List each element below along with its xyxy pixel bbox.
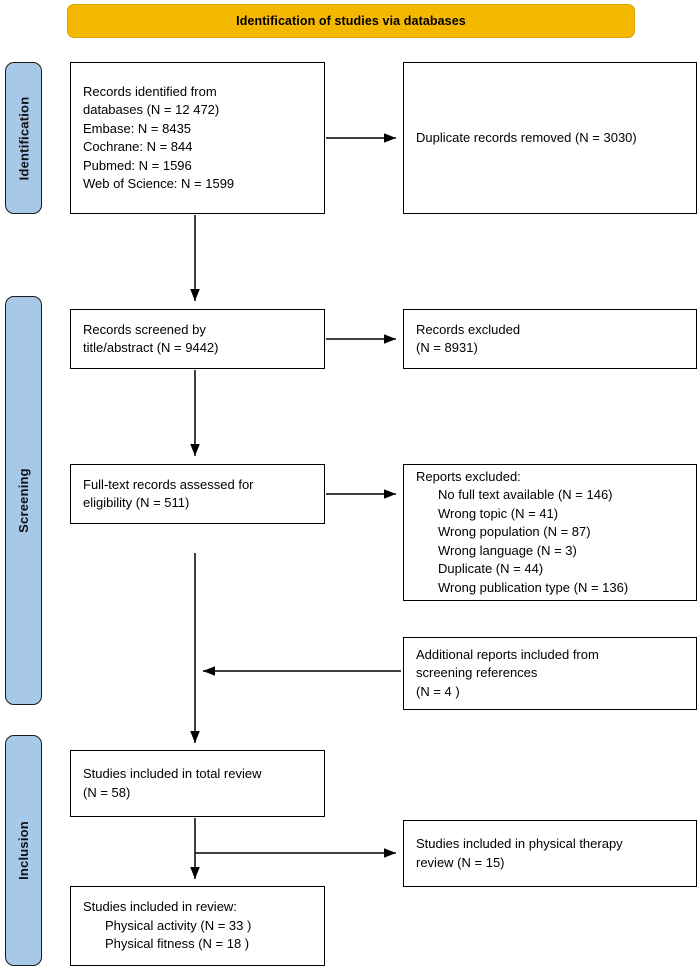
box-studies-included-total: Studies included in total review (N = 58…	[70, 750, 325, 817]
box-studies-included-physical-therapy: Studies included in physical therapy rev…	[403, 820, 697, 887]
records-identified-line-5: Pubmed: N = 1596	[83, 157, 192, 173]
reports-excluded-title: Reports excluded:	[416, 468, 521, 484]
studies-pt-line-2: review (N = 15)	[416, 854, 505, 870]
diagram-header-banner: Identification of studies via databases	[67, 4, 635, 38]
stage-band-identification: Identification	[5, 62, 42, 214]
studies-review-item-1: Physical activity (N = 33 )	[105, 917, 252, 933]
diagram-title: Identification of studies via databases	[236, 14, 466, 28]
stage-label-screening: Screening	[16, 468, 31, 533]
stage-label-identification: Identification	[16, 96, 32, 180]
additional-reports-line-1: Additional reports included from	[416, 646, 599, 662]
reports-excluded-item-6: Wrong publication type (N = 136)	[438, 579, 629, 595]
stage-band-inclusion: Inclusion	[5, 735, 42, 966]
box-studies-included-review: Studies included in review: Physical act…	[70, 886, 325, 966]
records-screened-line-2: title/abstract (N = 9442)	[83, 340, 219, 355]
additional-reports-line-3: (N = 4 )	[416, 683, 460, 699]
additional-reports-line-2: screening references	[416, 665, 538, 681]
reports-excluded-item-5: Duplicate (N = 44)	[438, 561, 544, 577]
box-records-screened: Records screened by title/abstract (N = …	[70, 309, 325, 369]
reports-excluded-item-2: Wrong topic (N = 41)	[438, 505, 559, 521]
reports-excluded-item-4: Wrong language (N = 3)	[438, 542, 577, 558]
records-excluded-line-1: Records excluded	[416, 321, 521, 337]
fulltext-assessed-line-2: eligibility (N = 511)	[83, 495, 190, 510]
records-excluded-line-2: (N = 8931)	[416, 340, 478, 355]
studies-review-item-2: Physical fitness (N = 18 )	[105, 936, 250, 952]
fulltext-assessed-line-1: Full-text records assessed for	[83, 476, 254, 492]
box-records-identified: Records identified from databases (N = 1…	[70, 62, 325, 214]
studies-total-line-1: Studies included in total review	[83, 766, 262, 781]
box-additional-reports-included: Additional reports included from screeni…	[403, 637, 697, 710]
stage-band-screening: Screening	[5, 296, 42, 705]
records-identified-line-6: Web of Science: N = 1599	[83, 176, 235, 191]
records-identified-line-3: Embase: N = 8435	[83, 120, 192, 136]
reports-excluded-item-3: Wrong population (N = 87)	[438, 524, 591, 540]
box-records-excluded: Records excluded (N = 8931)	[403, 309, 697, 369]
records-identified-line-2: databases (N = 12 472)	[83, 102, 220, 117]
box-duplicate-records-removed: Duplicate records removed (N = 3030)	[403, 62, 697, 214]
reports-excluded-item-1: No full text available (N = 146)	[438, 487, 613, 503]
box-reports-excluded: Reports excluded: No full text available…	[403, 464, 697, 601]
records-identified-line-4: Cochrane: N = 844	[83, 139, 193, 154]
records-identified-line-1: Records identified from	[83, 83, 217, 99]
box-fulltext-assessed: Full-text records assessed for eligibili…	[70, 464, 325, 524]
studies-total-line-2: (N = 58)	[83, 784, 131, 800]
duplicates-removed-line-1: Duplicate records removed (N = 3030)	[416, 129, 637, 145]
records-screened-line-1: Records screened by	[83, 321, 206, 337]
stage-label-inclusion: Inclusion	[16, 821, 32, 880]
studies-pt-line-1: Studies included in physical therapy	[416, 836, 623, 851]
studies-review-title: Studies included in review:	[83, 899, 237, 915]
